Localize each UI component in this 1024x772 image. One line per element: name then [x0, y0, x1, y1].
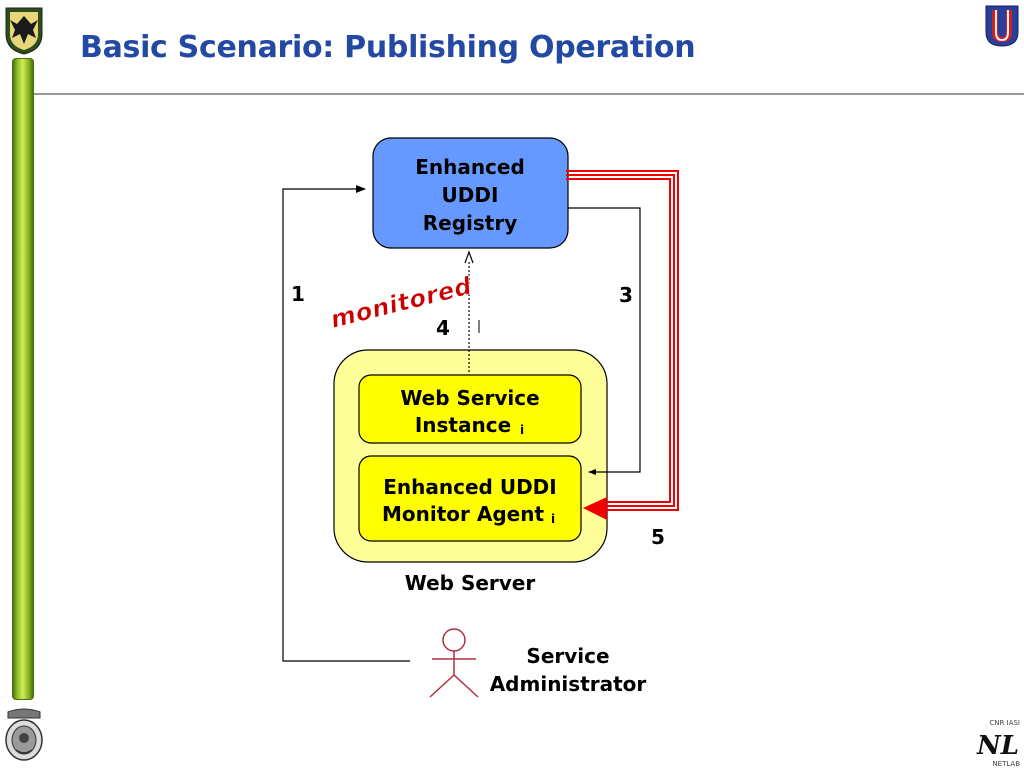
- agent-label-1: Enhanced UDDI: [383, 475, 556, 499]
- monitor-agent-box: [358, 455, 582, 542]
- instance-label-2: Instance: [415, 413, 511, 437]
- netlab-top-text: CNR IASI: [989, 719, 1020, 727]
- slide-title: Basic Scenario: Publishing Operation: [80, 30, 696, 65]
- agent-label-2: Monitor Agent: [382, 502, 544, 526]
- u-shield-logo: [984, 4, 1020, 48]
- red-arrow-head: [583, 497, 607, 520]
- eagle-crest-logo: [2, 4, 46, 56]
- step-4-label: 4: [436, 316, 450, 340]
- step-5-label: 5: [651, 525, 665, 549]
- instance-subscript: i: [520, 423, 524, 437]
- arrow-step-4-head: [464, 250, 474, 264]
- left-decorative-bar: [12, 58, 34, 700]
- step-3-label: 3: [619, 283, 633, 307]
- service-administrator-actor: [429, 628, 479, 698]
- university-seal-logo: [2, 706, 46, 764]
- netlab-mark: NL: [976, 731, 1019, 761]
- netlab-logo: CNR IASI NL NETLAB: [974, 716, 1022, 768]
- actor-label-2: Administrator: [490, 672, 647, 696]
- web-service-instance-box: [358, 374, 582, 444]
- netlab-bottom-text: NETLAB: [992, 760, 1020, 768]
- arrow-step-1: [282, 185, 410, 662]
- arrow-step-5: [566, 170, 679, 520]
- arrow-step-3: [568, 207, 641, 475]
- actor-label-1: Service: [526, 644, 609, 668]
- registry-label-2: UDDI: [442, 183, 499, 207]
- registry-label-1: Enhanced: [415, 155, 525, 179]
- web-server-label: Web Server: [405, 571, 536, 595]
- monitored-label: monitored: [328, 272, 475, 334]
- uddi-registry-box: [372, 137, 569, 249]
- instance-label-1: Web Service: [400, 386, 539, 410]
- step-1-label: 1: [291, 282, 305, 306]
- title-rule: [34, 93, 1024, 95]
- agent-subscript: i: [551, 512, 555, 526]
- registry-label-3: Registry: [423, 211, 518, 235]
